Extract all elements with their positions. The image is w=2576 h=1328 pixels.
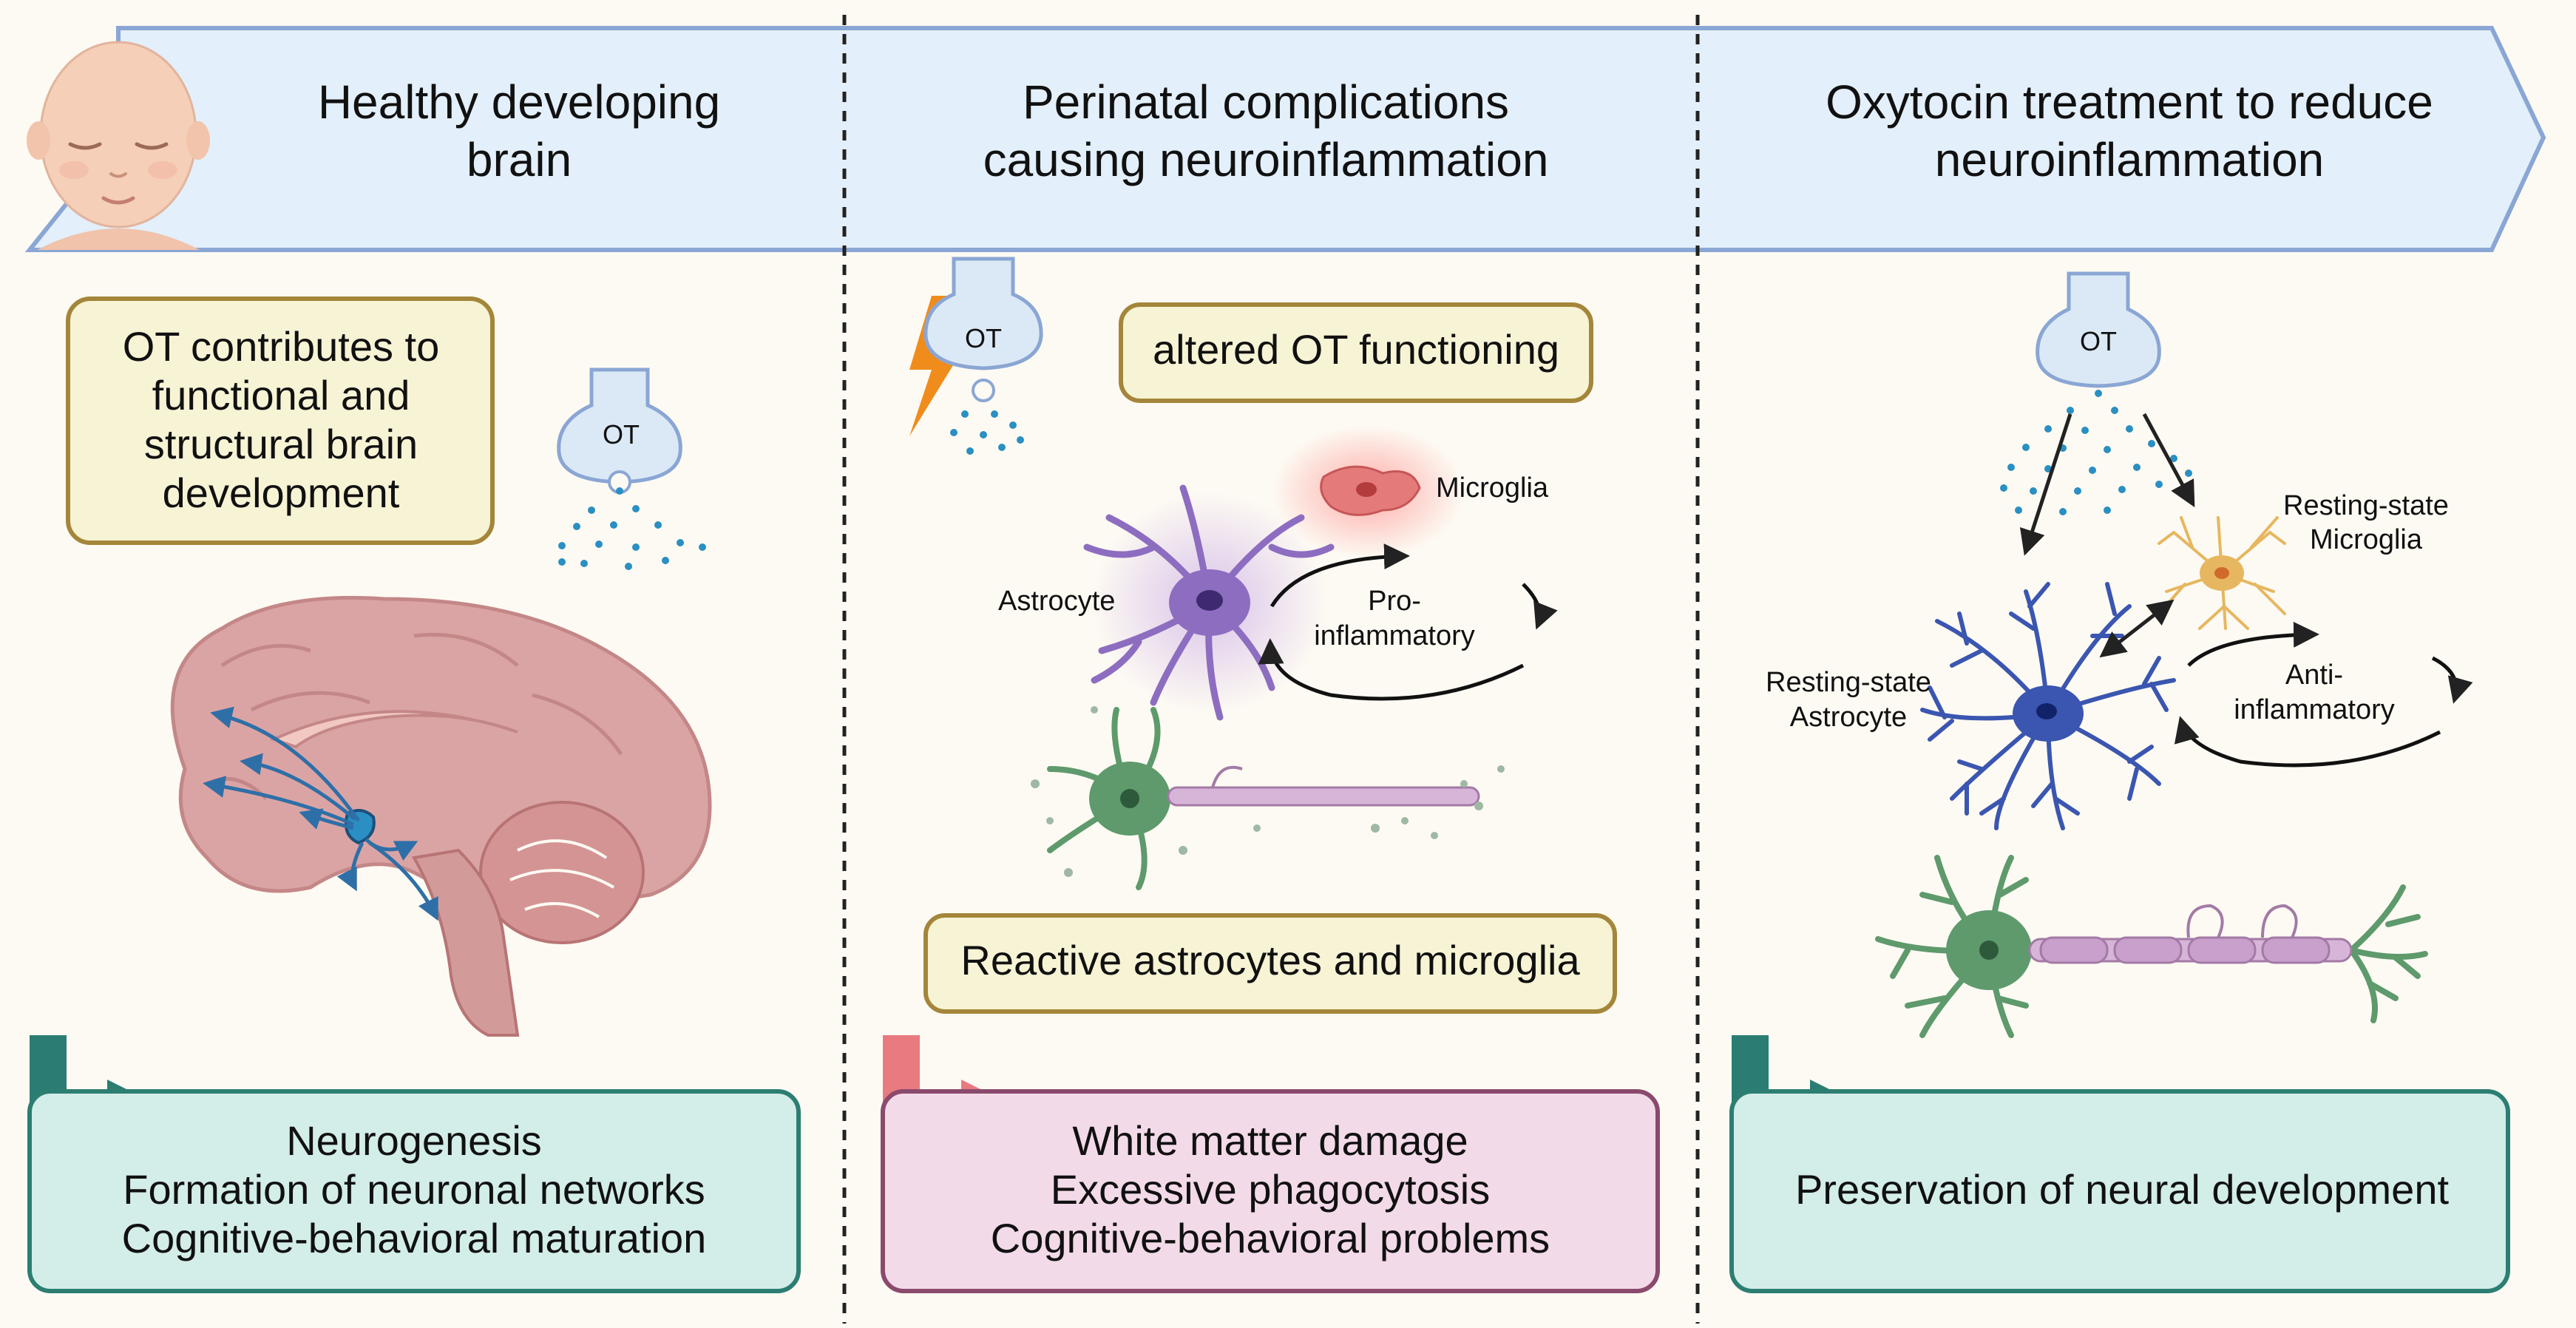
header-banner: Healthy developing brain Perinatal compl… [24, 26, 2546, 252]
astrocyte-label: Astrocyte [998, 586, 1115, 617]
brain-sagittal-icon [170, 595, 712, 1037]
astro-microglia-link [2099, 599, 2175, 658]
astrocyte-resting-icon [1920, 582, 2176, 830]
anti-inflammatory-line1: Anti- [2285, 660, 2343, 691]
header-col1-line1: Healthy developing [318, 75, 720, 129]
ot-synapse-label: OT [603, 419, 640, 450]
ot-synapse-icon-3: OT [2036, 271, 2161, 388]
pro-inflammatory-line2: inflammatory [1314, 620, 1475, 651]
outcome-oxytocin-text: Preservation of neural development [1795, 1166, 2450, 1213]
panel-healthy: OT contributes to functional and structu… [27, 297, 801, 1293]
ot-contribution-line3: structural brain [144, 421, 418, 467]
ot-contribution-line1: OT contributes to [123, 323, 440, 370]
ot-contribution-line2: functional and [152, 372, 410, 419]
ot-synapse-label-2: OT [965, 323, 1002, 353]
reactive-cells-text: Reactive astrocytes and microglia [960, 937, 1580, 983]
anti-inflammatory-line2: inflammatory [2234, 694, 2395, 725]
header-col3-line2: neuroinflammation [1935, 133, 2325, 186]
microglia-resting-line2: Microglia [2310, 524, 2423, 555]
pro-inflammatory-line1: Pro- [1368, 586, 1421, 617]
healthy-neuron-icon [1875, 855, 2428, 1038]
outcome-perinatal-line3: Cognitive-behavioral problems [991, 1215, 1550, 1261]
outcome-healthy-line1: Neurogenesis [286, 1117, 542, 1164]
panel-oxytocin: OT Resting-state Microglia [1729, 271, 2510, 1293]
astrocyte-reactive-icon [1083, 484, 1335, 721]
panel-perinatal: OT altered OT functioning Microglia [881, 257, 1660, 1293]
anti-inflammatory-cycle [2174, 621, 2473, 768]
ot-arrow-to-astrocyte [2019, 413, 2072, 556]
microglia-resting-line1: Resting-state [2283, 490, 2449, 521]
ot-arrow-to-microglia [2142, 413, 2195, 508]
ot-synapse-icon-2: OT [923, 257, 1043, 402]
microglia-label: Microglia [1436, 472, 1549, 504]
ot-contribution-box [66, 297, 495, 545]
oxytocin-droplets [558, 487, 706, 570]
baby-face-icon [27, 41, 210, 250]
outcome-box-oxytocin [1729, 1089, 2510, 1293]
ot-synapse-label-3: OT [2080, 326, 2117, 356]
altered-ot-text: altered OT functioning [1153, 326, 1559, 373]
outcome-healthy-line2: Formation of neuronal networks [123, 1166, 705, 1213]
reactive-cells-box [923, 913, 1617, 1014]
altered-ot-box [1119, 302, 1593, 403]
astrocyte-resting-line1: Resting-state [1766, 667, 1931, 698]
outcome-perinatal-line1: White matter damage [1072, 1117, 1468, 1164]
header-col2-line1: Perinatal complications [1023, 75, 1509, 129]
ot-contribution-line4: development [163, 470, 400, 516]
outcome-perinatal-line2: Excessive phagocytosis [1051, 1166, 1491, 1213]
ot-synapse-icon: OT [557, 367, 682, 494]
astrocyte-resting-line2: Astrocyte [1790, 702, 1907, 733]
pro-inflammatory-cycle [1258, 543, 1558, 701]
oxytocin-droplets-sparse [950, 410, 1024, 455]
microglia-reactive-icon [1272, 425, 1464, 558]
outcome-box-perinatal [881, 1089, 1660, 1293]
outcome-healthy-line3: Cognitive-behavioral maturation [122, 1215, 707, 1261]
oxytocin-droplets-dense [2000, 390, 2192, 515]
header-col2-line2: causing neuroinflammation [983, 133, 1549, 186]
outcome-box-healthy [27, 1089, 801, 1293]
microglia-resting-icon [2158, 516, 2286, 630]
header-col3-line1: Oxytocin treatment to reduce [1826, 75, 2433, 129]
damaged-neuron-icon [1031, 706, 1505, 890]
header-col1-line2: brain [467, 133, 572, 186]
